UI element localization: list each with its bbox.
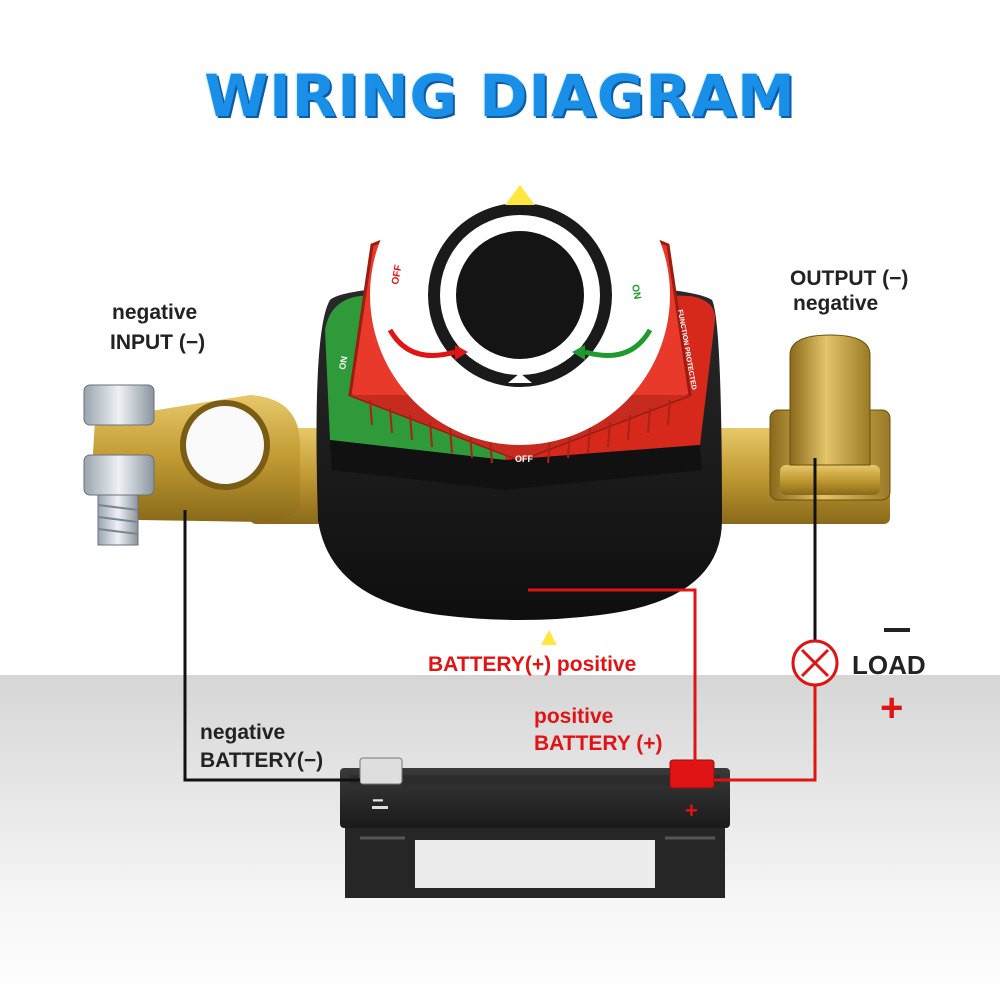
wire-negative-battery <box>183 510 360 782</box>
battery-minus-mark: − <box>372 790 384 812</box>
battery <box>340 757 730 898</box>
battery-positive-label-line2: BATTERY (+) <box>534 732 663 755</box>
input-negative-label-line1: negative <box>112 301 198 324</box>
output-negative-label-line2: negative <box>793 292 879 315</box>
rotary-knob <box>348 145 692 464</box>
negative-output-post <box>769 334 891 501</box>
bottom-indicator-triangle <box>541 630 557 645</box>
battery-positive-label-line1: positive <box>534 705 614 728</box>
wire-positive-battery <box>528 588 697 768</box>
base-off-text: OFF <box>515 454 533 464</box>
battery-positive-terminal <box>669 759 715 789</box>
top-indicator-triangle <box>505 185 535 205</box>
battery-plus-mark: + <box>685 798 698 823</box>
input-negative-label-line2: INPUT (−) <box>110 331 206 354</box>
wire-positive-load <box>714 685 817 782</box>
load-symbol <box>791 639 839 687</box>
base-on-text: ON <box>337 355 349 370</box>
load-plus-mark: + <box>880 686 904 730</box>
battery-negative-terminal <box>359 757 403 785</box>
diagram-title: WIRING DIAGRAM <box>204 62 796 130</box>
output-negative-label-line1: OUTPUT (−) <box>790 267 909 290</box>
load-label: LOAD <box>852 650 926 680</box>
battery-negative-label-line2: BATTERY(−) <box>200 749 324 772</box>
knob-off-text: OFF <box>390 264 404 286</box>
negative-input-clamp <box>83 384 300 546</box>
load-minus-mark <box>884 628 910 632</box>
battery-positive-center-label: BATTERY(+) positive <box>428 653 637 676</box>
battery-negative-label-line1: negative <box>200 721 286 744</box>
knob-on-text: ON <box>629 284 642 301</box>
